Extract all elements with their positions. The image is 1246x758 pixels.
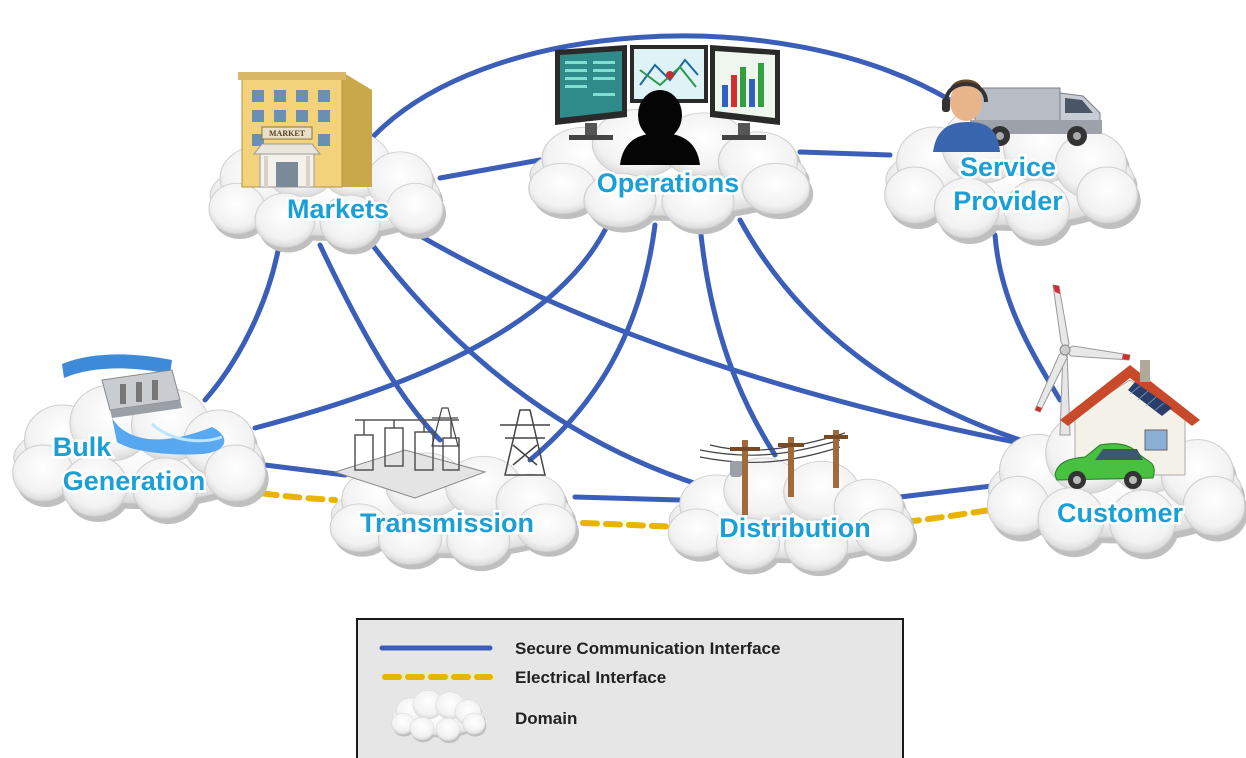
comm-link-distribution-customer xyxy=(897,482,1003,500)
comm-link-markets-customer xyxy=(407,227,1033,448)
monitor-right-icon xyxy=(710,45,780,140)
service-truck-icon xyxy=(970,87,1102,146)
comm-link-operations-service-provider xyxy=(797,149,893,158)
comm-link-operations-customer xyxy=(737,217,1023,443)
substation-icon xyxy=(333,419,487,499)
monitor-left-icon xyxy=(555,45,627,140)
operator-silhouette-icon xyxy=(620,90,700,165)
communication-links xyxy=(202,33,1063,503)
transmission-tower-icon xyxy=(500,409,550,476)
legend-domain-label: Domain xyxy=(515,709,577,728)
legend: Secure Communication Interface Electrica… xyxy=(356,618,904,758)
legend-communication-label: Secure Communication Interface xyxy=(515,639,780,658)
comm-link-operations-distribution xyxy=(697,222,778,458)
comm-link-bulk-transmission xyxy=(262,462,348,478)
domain-label-bulk-generation-2: Generation xyxy=(63,466,206,496)
comm-link-markets-distribution xyxy=(362,232,703,488)
domain-label-service-provider-2: Provider xyxy=(953,186,1063,216)
comm-link-operations-transmission xyxy=(527,222,658,463)
domain-label-transmission: Transmission xyxy=(360,508,534,538)
legend-electrical-label: Electrical Interface xyxy=(515,668,666,687)
domain-label-customer: Customer xyxy=(1057,498,1184,528)
comm-link-transmission-distribution xyxy=(572,494,683,503)
domain-label-markets: Markets xyxy=(287,194,389,224)
comm-link-operations-bulk xyxy=(252,217,613,431)
domain-label-bulk-generation-1: Bulk xyxy=(53,432,112,462)
domain-label-distribution: Distribution xyxy=(719,513,870,543)
utility-poles-icon xyxy=(699,430,848,515)
comm-link-markets-operations xyxy=(437,157,543,181)
domain-label-service-provider-1: Service xyxy=(960,152,1056,182)
market-building-icon: MARKET xyxy=(238,72,372,188)
electric-car-icon xyxy=(1054,443,1155,489)
comm-link-markets-transmission xyxy=(317,242,443,443)
wind-turbine-icon xyxy=(1034,284,1131,436)
comm-link-markets-service-provider xyxy=(367,33,953,143)
hydro-dam-icon xyxy=(62,354,225,455)
market-sign-text: MARKET xyxy=(269,129,306,138)
transmission-tower-small-icon xyxy=(431,407,459,447)
service-technician-icon xyxy=(933,79,1000,152)
comm-link-markets-bulk xyxy=(202,237,283,403)
domain-label-operations: Operations xyxy=(597,168,740,198)
elec-link-transmission-distribution xyxy=(557,519,683,530)
operations-control-room-icon xyxy=(555,45,780,165)
